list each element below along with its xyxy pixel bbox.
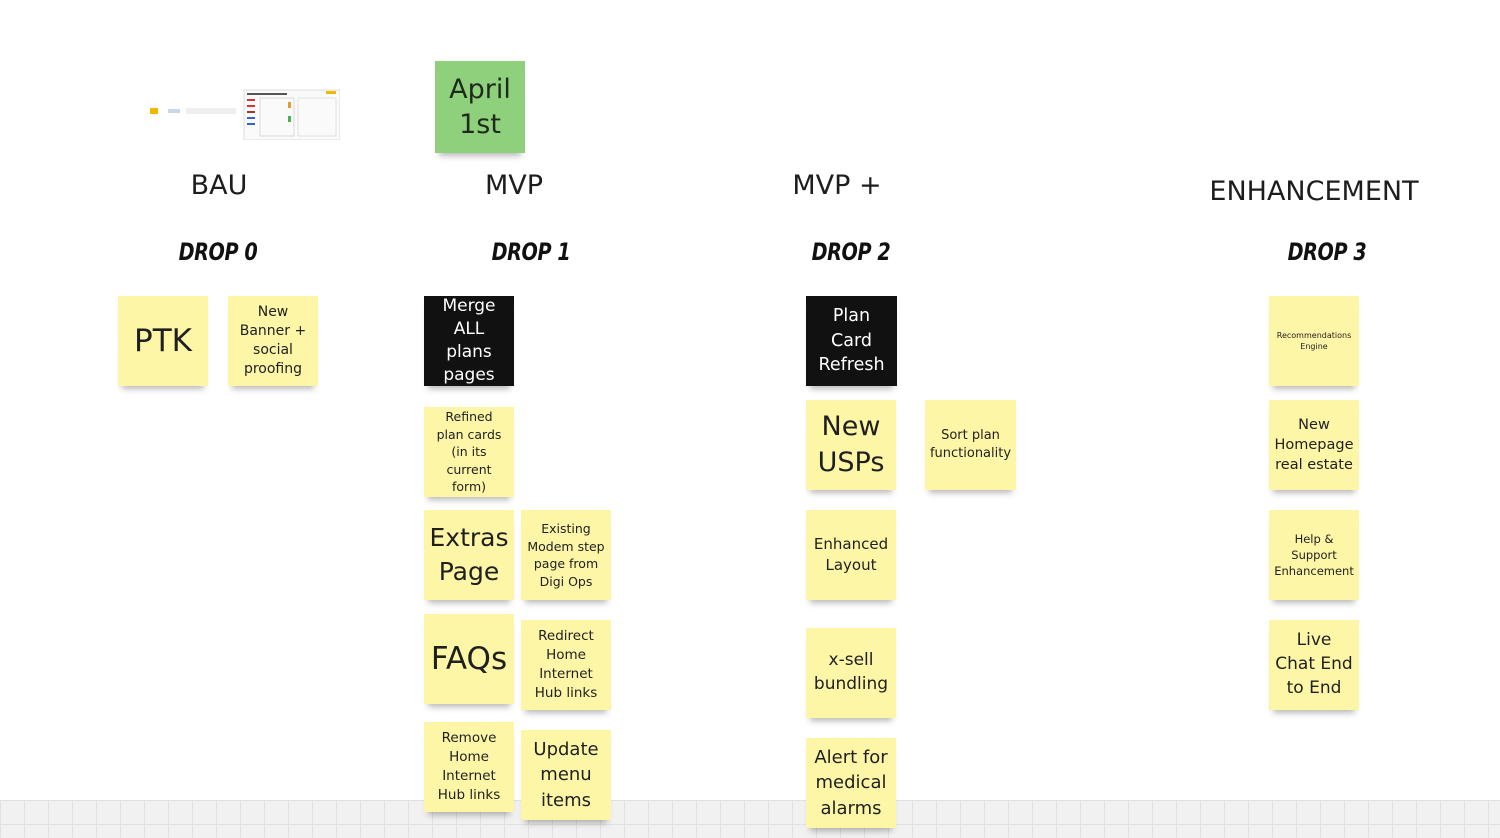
- sticky-new-banner[interactable]: New Banner + social proofing: [228, 296, 318, 386]
- sticky-remove-hub-links[interactable]: Remove Home Internet Hub links: [424, 722, 514, 812]
- sticky-new-homepage-real-estate[interactable]: New Homepage real estate: [1269, 400, 1359, 490]
- sticky-enhanced-layout[interactable]: Enhanced Layout: [806, 510, 896, 600]
- sticky-update-menu-items[interactable]: Update menu items: [521, 730, 611, 820]
- drop-label-0: DROP 0: [179, 238, 258, 266]
- drop-label-2: DROP 2: [812, 238, 891, 266]
- drop-label-3: DROP 3: [1288, 238, 1367, 266]
- column-label-enhancement: ENHANCEMENT: [1209, 176, 1418, 207]
- column-label-mvp-plus: MVP +: [792, 170, 881, 201]
- sticky-help-support-enhancement[interactable]: Help & Support Enhancement: [1269, 510, 1359, 600]
- sticky-redirect-hub-links[interactable]: Redirect Home Internet Hub links: [521, 620, 611, 710]
- sticky-ptk[interactable]: PTK: [118, 296, 208, 386]
- drop-label-1: DROP 1: [492, 238, 571, 266]
- sticky-xsell-bundling[interactable]: x-sell bundling: [806, 628, 896, 718]
- sticky-new-usps[interactable]: New USPs: [806, 400, 896, 490]
- sticky-recommendations-engine[interactable]: Recommendations Engine: [1269, 296, 1359, 386]
- sticky-sort-plan-functionality[interactable]: Sort plan functionality: [925, 400, 1016, 490]
- column-label-mvp: MVP: [485, 170, 543, 201]
- column-label-bau: BAU: [191, 170, 248, 201]
- sticky-live-chat-end-to-end[interactable]: Live Chat End to End: [1269, 620, 1359, 710]
- sticky-refined-plan-cards[interactable]: Refined plan cards (in its current form): [424, 407, 514, 497]
- embedded-screenshot-thumbnail[interactable]: [150, 86, 340, 140]
- sticky-faqs[interactable]: FAQs: [424, 614, 514, 704]
- board-grid-area: [0, 800, 1500, 838]
- sticky-merge-all-plans-pages[interactable]: Merge ALL plans pages: [424, 296, 514, 386]
- sticky-existing-modem-step[interactable]: Existing Modem step page from Digi Ops: [521, 510, 611, 600]
- sticky-plan-card-refresh[interactable]: Plan Card Refresh: [806, 296, 897, 386]
- sticky-alert-medical-alarms[interactable]: Alert for medical alarms: [806, 738, 896, 828]
- sticky-extras-page[interactable]: Extras Page: [424, 510, 514, 600]
- milestone-sticky-april-1st[interactable]: April 1st: [435, 61, 525, 153]
